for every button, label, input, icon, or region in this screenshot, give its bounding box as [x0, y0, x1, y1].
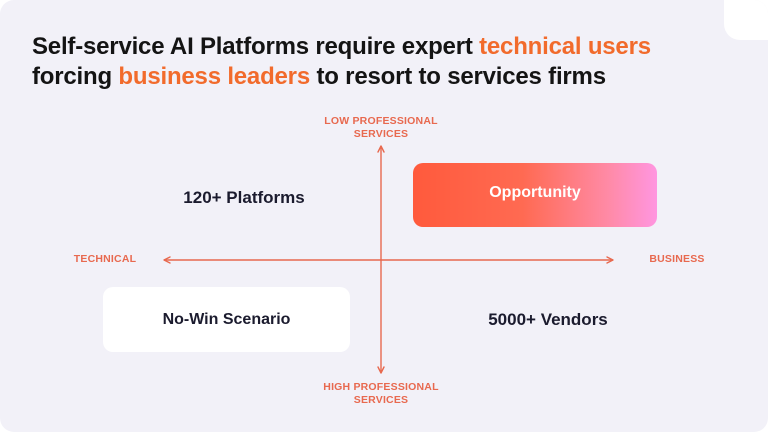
- page-title: Self-service AI Platforms require expert…: [32, 32, 651, 92]
- axis-label-high-professional-services: HIGH PROFESSIONAL SERVICES: [306, 381, 456, 407]
- axis-label-business: BUSINESS: [649, 253, 705, 265]
- axis-label-top-line-2: SERVICES: [353, 128, 409, 140]
- quadrant-opportunity-box: Opportunity: [413, 163, 657, 227]
- axis-label-low-professional-services: LOW PROFESSIONAL SERVICES: [306, 115, 456, 141]
- quadrant-platforms: 120+ Platforms: [183, 188, 305, 207]
- axis-label-bottom-line-1: HIGH PROFESSIONAL: [323, 381, 439, 393]
- quadrant-no-win-label: No-Win Scenario: [162, 310, 291, 328]
- quadrant-vendors: 5000+ Vendors: [488, 310, 608, 329]
- quadrant-no-win-box: No-Win Scenario: [103, 287, 350, 352]
- corner-notch: [724, 0, 768, 40]
- title-part-1: Self-service AI Platforms require expert: [32, 33, 480, 60]
- quadrant-opportunity-label: Opportunity: [489, 184, 581, 201]
- axis-label-bottom-line-2: SERVICES: [353, 394, 409, 406]
- title-highlight-business-leaders: business leaders: [118, 63, 310, 90]
- axis-label-technical: TECHNICAL: [73, 253, 137, 265]
- title-part-2: forcing: [32, 63, 119, 90]
- axis-label-top-line-1: LOW PROFESSIONAL: [324, 115, 438, 127]
- title-part-3: to resort to services firms: [309, 63, 606, 90]
- title-highlight-technical-users: technical users: [479, 33, 651, 60]
